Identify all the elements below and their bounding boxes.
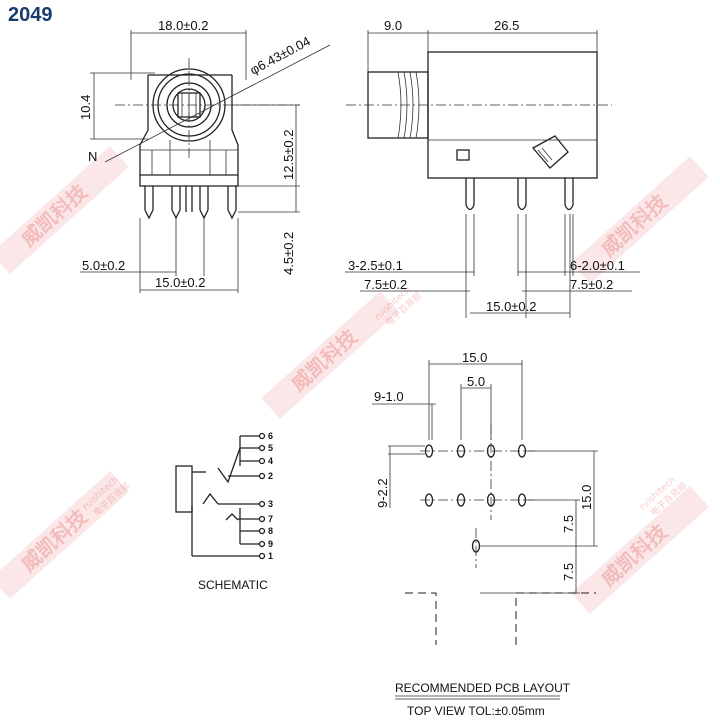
pin-label: 7 (268, 514, 273, 524)
schematic: 6 5 4 2 3 7 8 9 1 SCHEMATIC (175, 431, 273, 592)
side-view: 9.0 26.5 3-2.5±0.1 6-2.0±0.1 7.5±0.2 7.5… (345, 18, 640, 318)
span-label: 15.0±0.2 (486, 299, 537, 314)
pin-offset-label: 5.0±0.2 (82, 258, 125, 273)
pin-label: 1 (268, 551, 273, 561)
pin-label: 6 (268, 431, 273, 441)
pin-length-label: 4.5±0.2 (281, 232, 296, 275)
center-height-label: 12.5±0.2 (281, 129, 296, 180)
pitch-right-label: 7.5±0.2 (570, 277, 613, 292)
pcb-inner-label: 5.0 (467, 374, 485, 389)
pin-label: 9 (268, 539, 273, 549)
hole-a-label: 9-1.0 (374, 389, 404, 404)
pin-label: 8 (268, 526, 273, 536)
step-lower-label: 7.5 (561, 563, 576, 581)
pin-a-label: 3-2.5±0.1 (348, 258, 403, 273)
marker-n-label: N (88, 149, 97, 164)
schematic-caption: SCHEMATIC (198, 578, 268, 592)
front-width-label: 18.0±0.2 (158, 18, 209, 33)
pcb-title: RECOMMENDED PCB LAYOUT (395, 681, 571, 695)
pin-label: 4 (268, 456, 273, 466)
watermark-text: 威凯科技 (596, 519, 672, 591)
watermark-text: 威凯科技 (16, 179, 92, 251)
watermark-text: 威凯科技 (286, 324, 362, 396)
pin-b-label: 6-2.0±0.1 (570, 258, 625, 273)
pin-span-label: 15.0±0.2 (155, 275, 206, 290)
watermark-text: 威凯科技 (596, 189, 672, 261)
watermark-text: 威凯科技 (16, 504, 92, 576)
front-length-label: 9.0 (384, 18, 402, 33)
front-height-label: 10.4 (78, 95, 93, 120)
part-number: 2049 (8, 4, 53, 26)
pin-label: 2 (268, 471, 273, 481)
pcb-layout: 15.0 5.0 9-1.0 9-2.2 15.0 7.5 (372, 350, 598, 718)
pitch-left-label: 7.5±0.2 (364, 277, 407, 292)
pcb-height-label: 15.0 (579, 485, 594, 510)
step-upper-label: 7.5 (561, 515, 576, 533)
body-length-label: 26.5 (494, 18, 519, 33)
hole-b-label: 9-2.2 (375, 478, 390, 508)
pcb-width-label: 15.0 (462, 350, 487, 365)
watermark-1: 威凯科技 (0, 146, 129, 274)
pin-label: 3 (268, 499, 273, 509)
pin-label: 5 (268, 443, 273, 453)
pcb-subtitle: TOP VIEW TOL:±0.05mm (407, 704, 545, 718)
